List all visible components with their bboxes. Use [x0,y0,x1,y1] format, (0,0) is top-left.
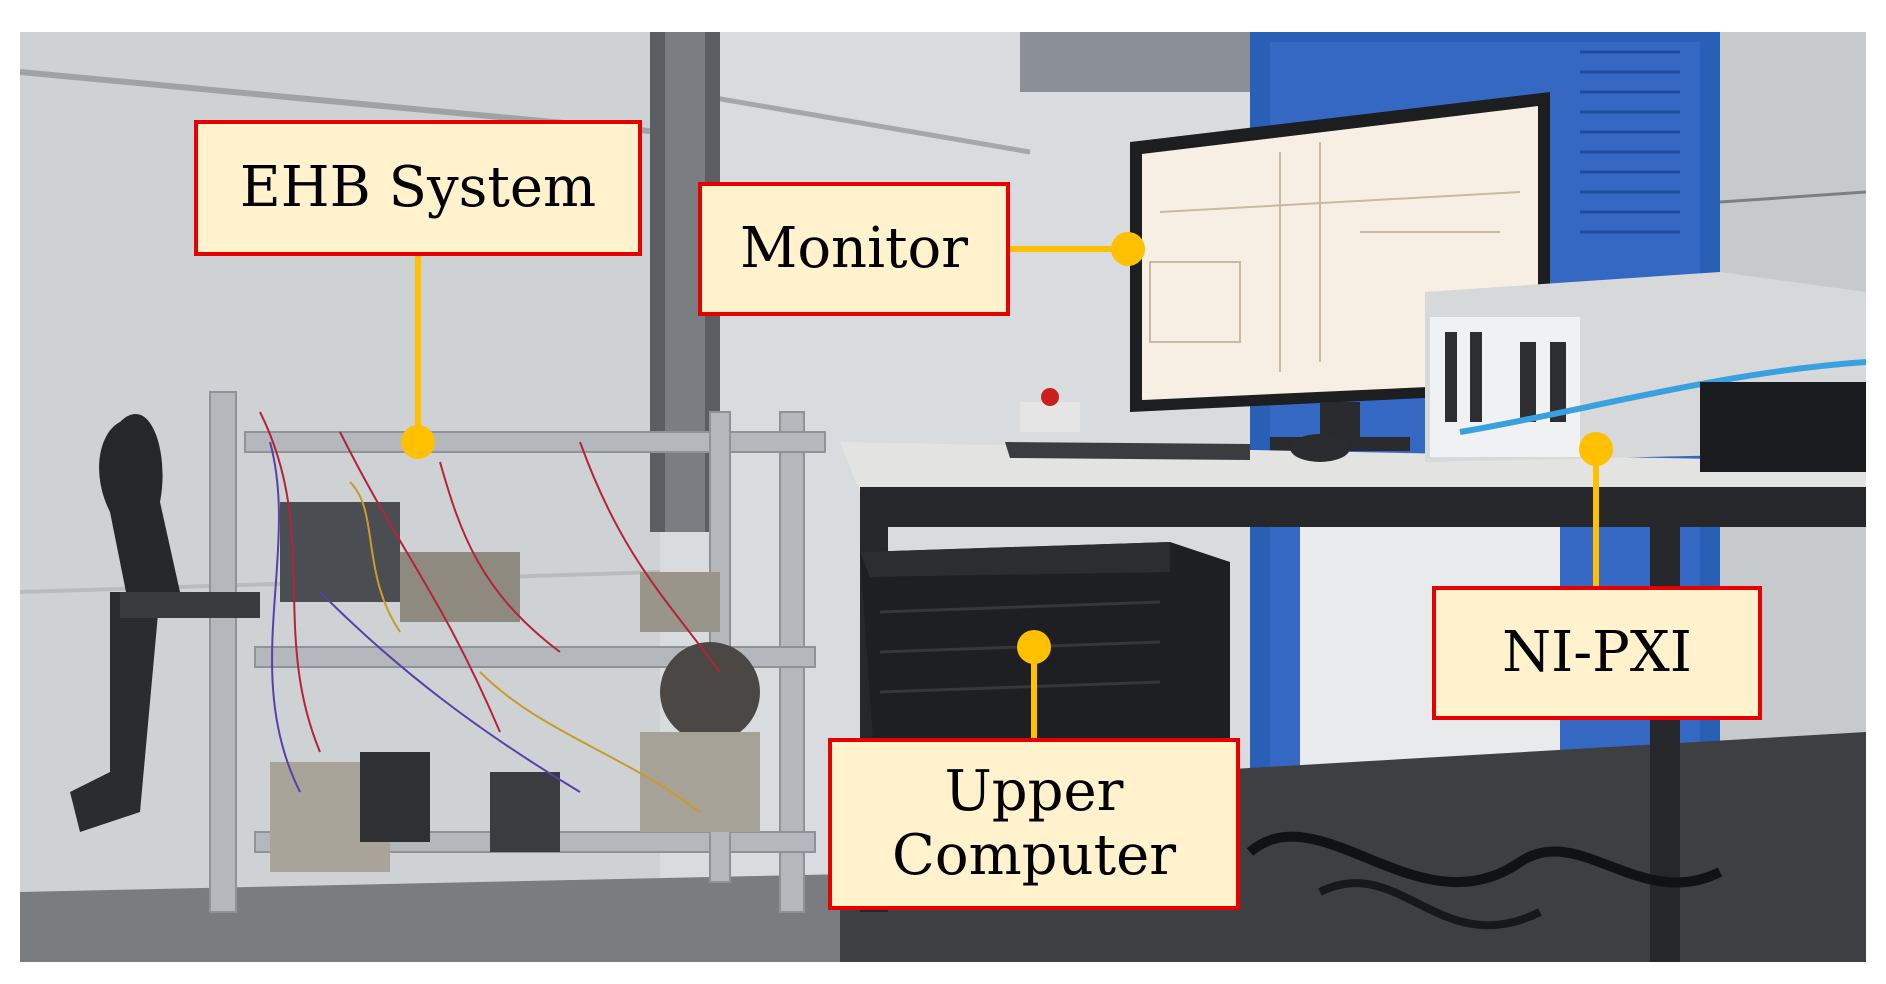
monitor-pointer-dot [1111,232,1145,266]
upper-leader-line [1031,652,1037,738]
upper-pointer-dot [1017,630,1051,664]
ehb-pointer-dot [401,425,435,459]
upper-computer-label: Upper Computer [828,738,1240,910]
ehb-leader-line [415,256,421,442]
monitor-label: Monitor [698,182,1010,316]
ni-pxi-label: NI-PXI [1432,586,1762,720]
nipxi-leader-line [1593,456,1599,586]
ehb-system-label: EHB System [194,120,642,256]
nipxi-pointer-dot [1579,432,1613,466]
monitor-leader-line [1010,246,1124,252]
